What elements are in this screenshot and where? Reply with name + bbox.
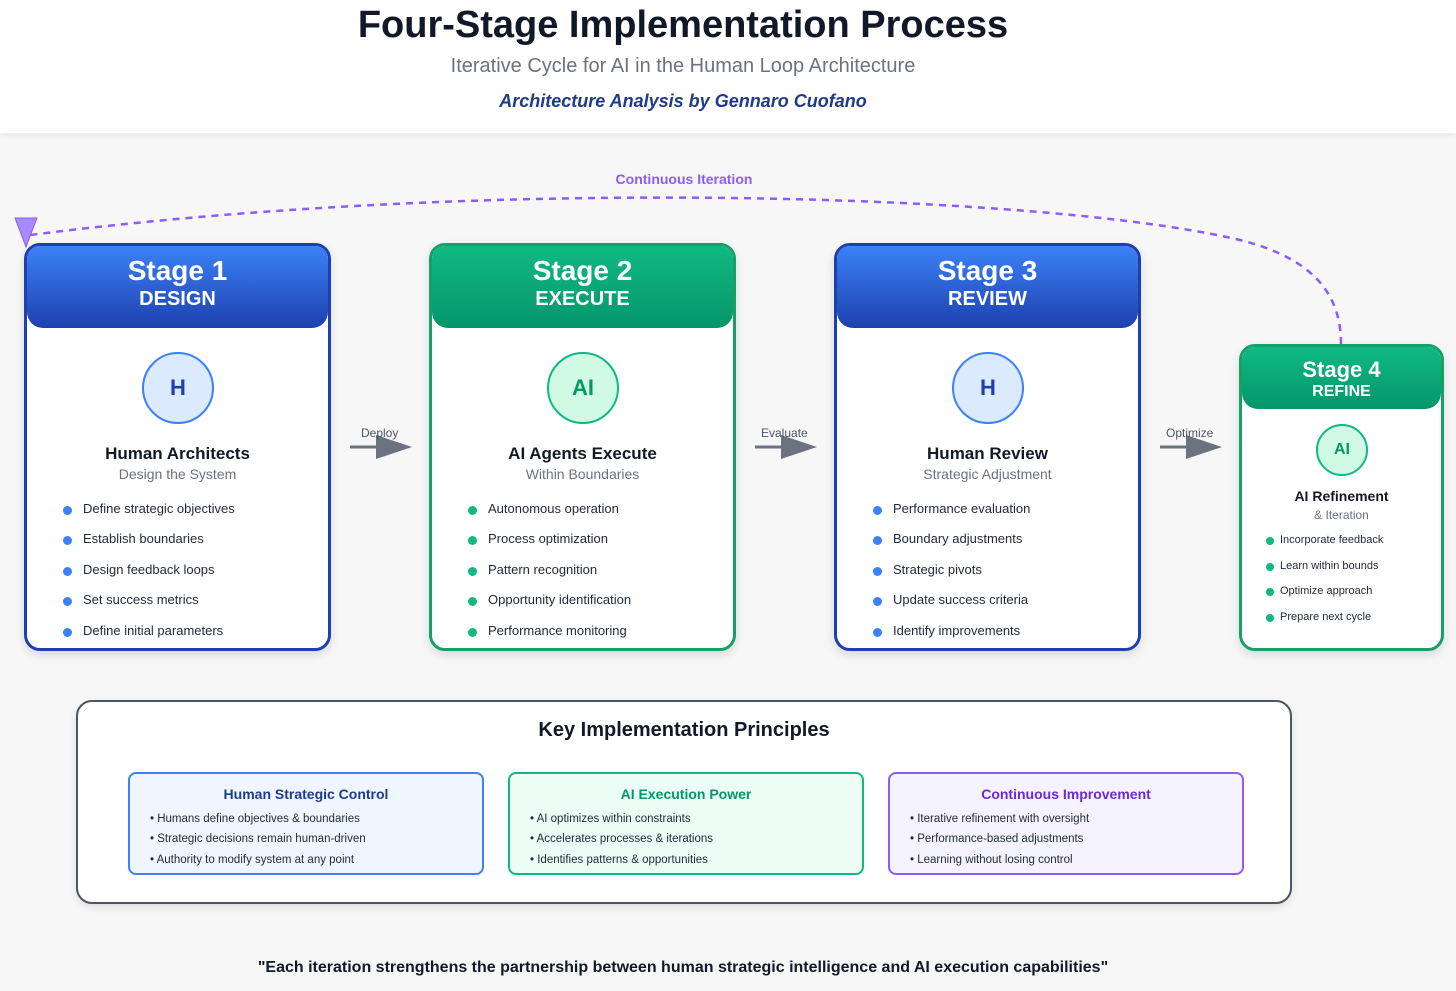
list-item: Iterative refinement with oversight	[910, 813, 1089, 833]
ai-badge-icon: AI	[547, 352, 619, 424]
stage-3-card: Stage 3 REVIEW H Human Review Strategic …	[834, 243, 1141, 651]
list-item: Define initial parameters	[63, 623, 235, 648]
list-item: Set success metrics	[63, 592, 235, 622]
stage-1-items: Define strategic objectives Establish bo…	[63, 501, 235, 648]
list-item: Performance evaluation	[872, 501, 1030, 531]
list-item: Authority to modify system at any point	[150, 854, 366, 874]
list-item: Update success criteria	[872, 592, 1030, 622]
list-item: Prepare next cycle	[1265, 611, 1383, 637]
arrow-label-deploy: Deploy	[361, 426, 399, 440]
arrow-label-optimize: Optimize	[1166, 426, 1214, 440]
principle-items: Humans define objectives & boundaries St…	[150, 813, 366, 874]
list-item: Identify improvements	[872, 623, 1030, 648]
list-item: AI optimizes within constraints	[530, 813, 713, 833]
stage-2-items: Autonomous operation Process optimizatio…	[467, 501, 631, 648]
human-badge-icon: H	[142, 352, 214, 424]
page-title: Four-Stage Implementation Process	[357, 4, 1009, 46]
list-item: Humans define objectives & boundaries	[150, 813, 366, 833]
principle-items: Iterative refinement with oversight Perf…	[910, 813, 1089, 874]
principle-ai-execution-power: AI Execution Power AI optimizes within c…	[508, 772, 864, 875]
principle-heading: AI Execution Power	[620, 786, 752, 802]
stage-1-role: Human Architects	[105, 444, 250, 463]
stage-1-role-sub: Design the System	[118, 466, 237, 482]
list-item: Opportunity identification	[467, 592, 631, 622]
arrow-deploy-icon	[350, 435, 412, 459]
principle-continuous-improvement: Continuous Improvement Iterative refinem…	[888, 772, 1244, 875]
stage-3-number: Stage 3	[937, 255, 1038, 286]
stage-2-role-sub: Within Boundaries	[525, 466, 640, 482]
arrow-label-evaluate: Evaluate	[761, 426, 808, 440]
list-item: Boundary adjustments	[872, 531, 1030, 561]
list-item: Design feedback loops	[63, 562, 235, 592]
list-item: Define strategic objectives	[63, 501, 235, 531]
list-item: Identifies patterns & opportunities	[530, 854, 713, 874]
list-item: Performance monitoring	[467, 623, 631, 648]
stage-3-name: REVIEW	[948, 288, 1027, 310]
human-badge-icon: H	[952, 352, 1024, 424]
loop-arrowhead-icon	[14, 217, 38, 249]
stage-1-number: Stage 1	[127, 255, 228, 286]
principle-heading: Human Strategic Control	[223, 786, 389, 802]
stage-2-header: Stage 2 EXECUTE	[432, 246, 733, 328]
arrow-optimize-icon	[1160, 435, 1222, 459]
author-line: Architecture Analysis by Gennaro Cuofano	[499, 91, 867, 111]
page-header: Four-Stage Implementation Process Iterat…	[0, 0, 1456, 133]
stage-3-header: Stage 3 REVIEW	[837, 246, 1138, 328]
list-item: Strategic decisions remain human-driven	[150, 833, 365, 853]
stage-4-card: Stage 4 REFINE AI AI Refinement & Iterat…	[1239, 344, 1444, 651]
stage-4-items: Incorporate feedback Learn within bounds…	[1265, 534, 1383, 637]
closing-quote: "Each iteration strengthens the partners…	[257, 959, 1109, 976]
list-item: Performance-based adjustments	[910, 833, 1089, 853]
list-item: Incorporate feedback	[1265, 534, 1383, 560]
list-item: Accelerates processes & iterations	[530, 833, 713, 853]
list-item: Pattern recognition	[467, 562, 631, 592]
list-item: Optimize approach	[1265, 585, 1383, 611]
stage-2-role: AI Agents Execute	[508, 444, 657, 463]
principles-panel: Key Implementation Principles Human Stra…	[76, 700, 1292, 904]
principle-human-strategic-control: Human Strategic Control Humans define ob…	[128, 772, 484, 875]
list-item: Learning without losing control	[910, 854, 1089, 874]
continuous-iteration-label: Continuous Iteration	[615, 171, 753, 187]
stage-2-number: Stage 2	[532, 255, 633, 286]
stage-1-name: DESIGN	[139, 288, 216, 310]
stage-3-role: Human Review	[927, 444, 1048, 463]
stage-4-role-sub: & Iteration	[1314, 508, 1369, 522]
stage-1-header: Stage 1 DESIGN	[27, 246, 328, 328]
stage-4-header: Stage 4 REFINE	[1242, 347, 1441, 409]
ai-badge-icon: AI	[1316, 424, 1368, 476]
stage-4-role: AI Refinement	[1294, 488, 1389, 504]
list-item: Autonomous operation	[467, 501, 631, 531]
stage-3-role-sub: Strategic Adjustment	[923, 466, 1052, 482]
stage-3-items: Performance evaluation Boundary adjustme…	[872, 501, 1030, 648]
list-item: Process optimization	[467, 531, 631, 561]
page-subtitle: Iterative Cycle for AI in the Human Loop…	[450, 55, 916, 77]
stage-2-card: Stage 2 EXECUTE AI AI Agents Execute Wit…	[429, 243, 736, 651]
principles-title: Key Implementation Principles	[538, 719, 830, 741]
list-item: Establish boundaries	[63, 531, 235, 561]
arrow-evaluate-icon	[755, 435, 817, 459]
stage-2-name: EXECUTE	[535, 288, 630, 310]
principle-items: AI optimizes within constraints Accelera…	[530, 813, 713, 874]
stage-1-card: Stage 1 DESIGN H Human Architects Design…	[24, 243, 331, 651]
stage-4-name: REFINE	[1312, 383, 1371, 400]
stage-4-number: Stage 4	[1302, 357, 1381, 382]
principle-heading: Continuous Improvement	[981, 786, 1151, 802]
list-item: Strategic pivots	[872, 562, 1030, 592]
list-item: Learn within bounds	[1265, 560, 1383, 586]
